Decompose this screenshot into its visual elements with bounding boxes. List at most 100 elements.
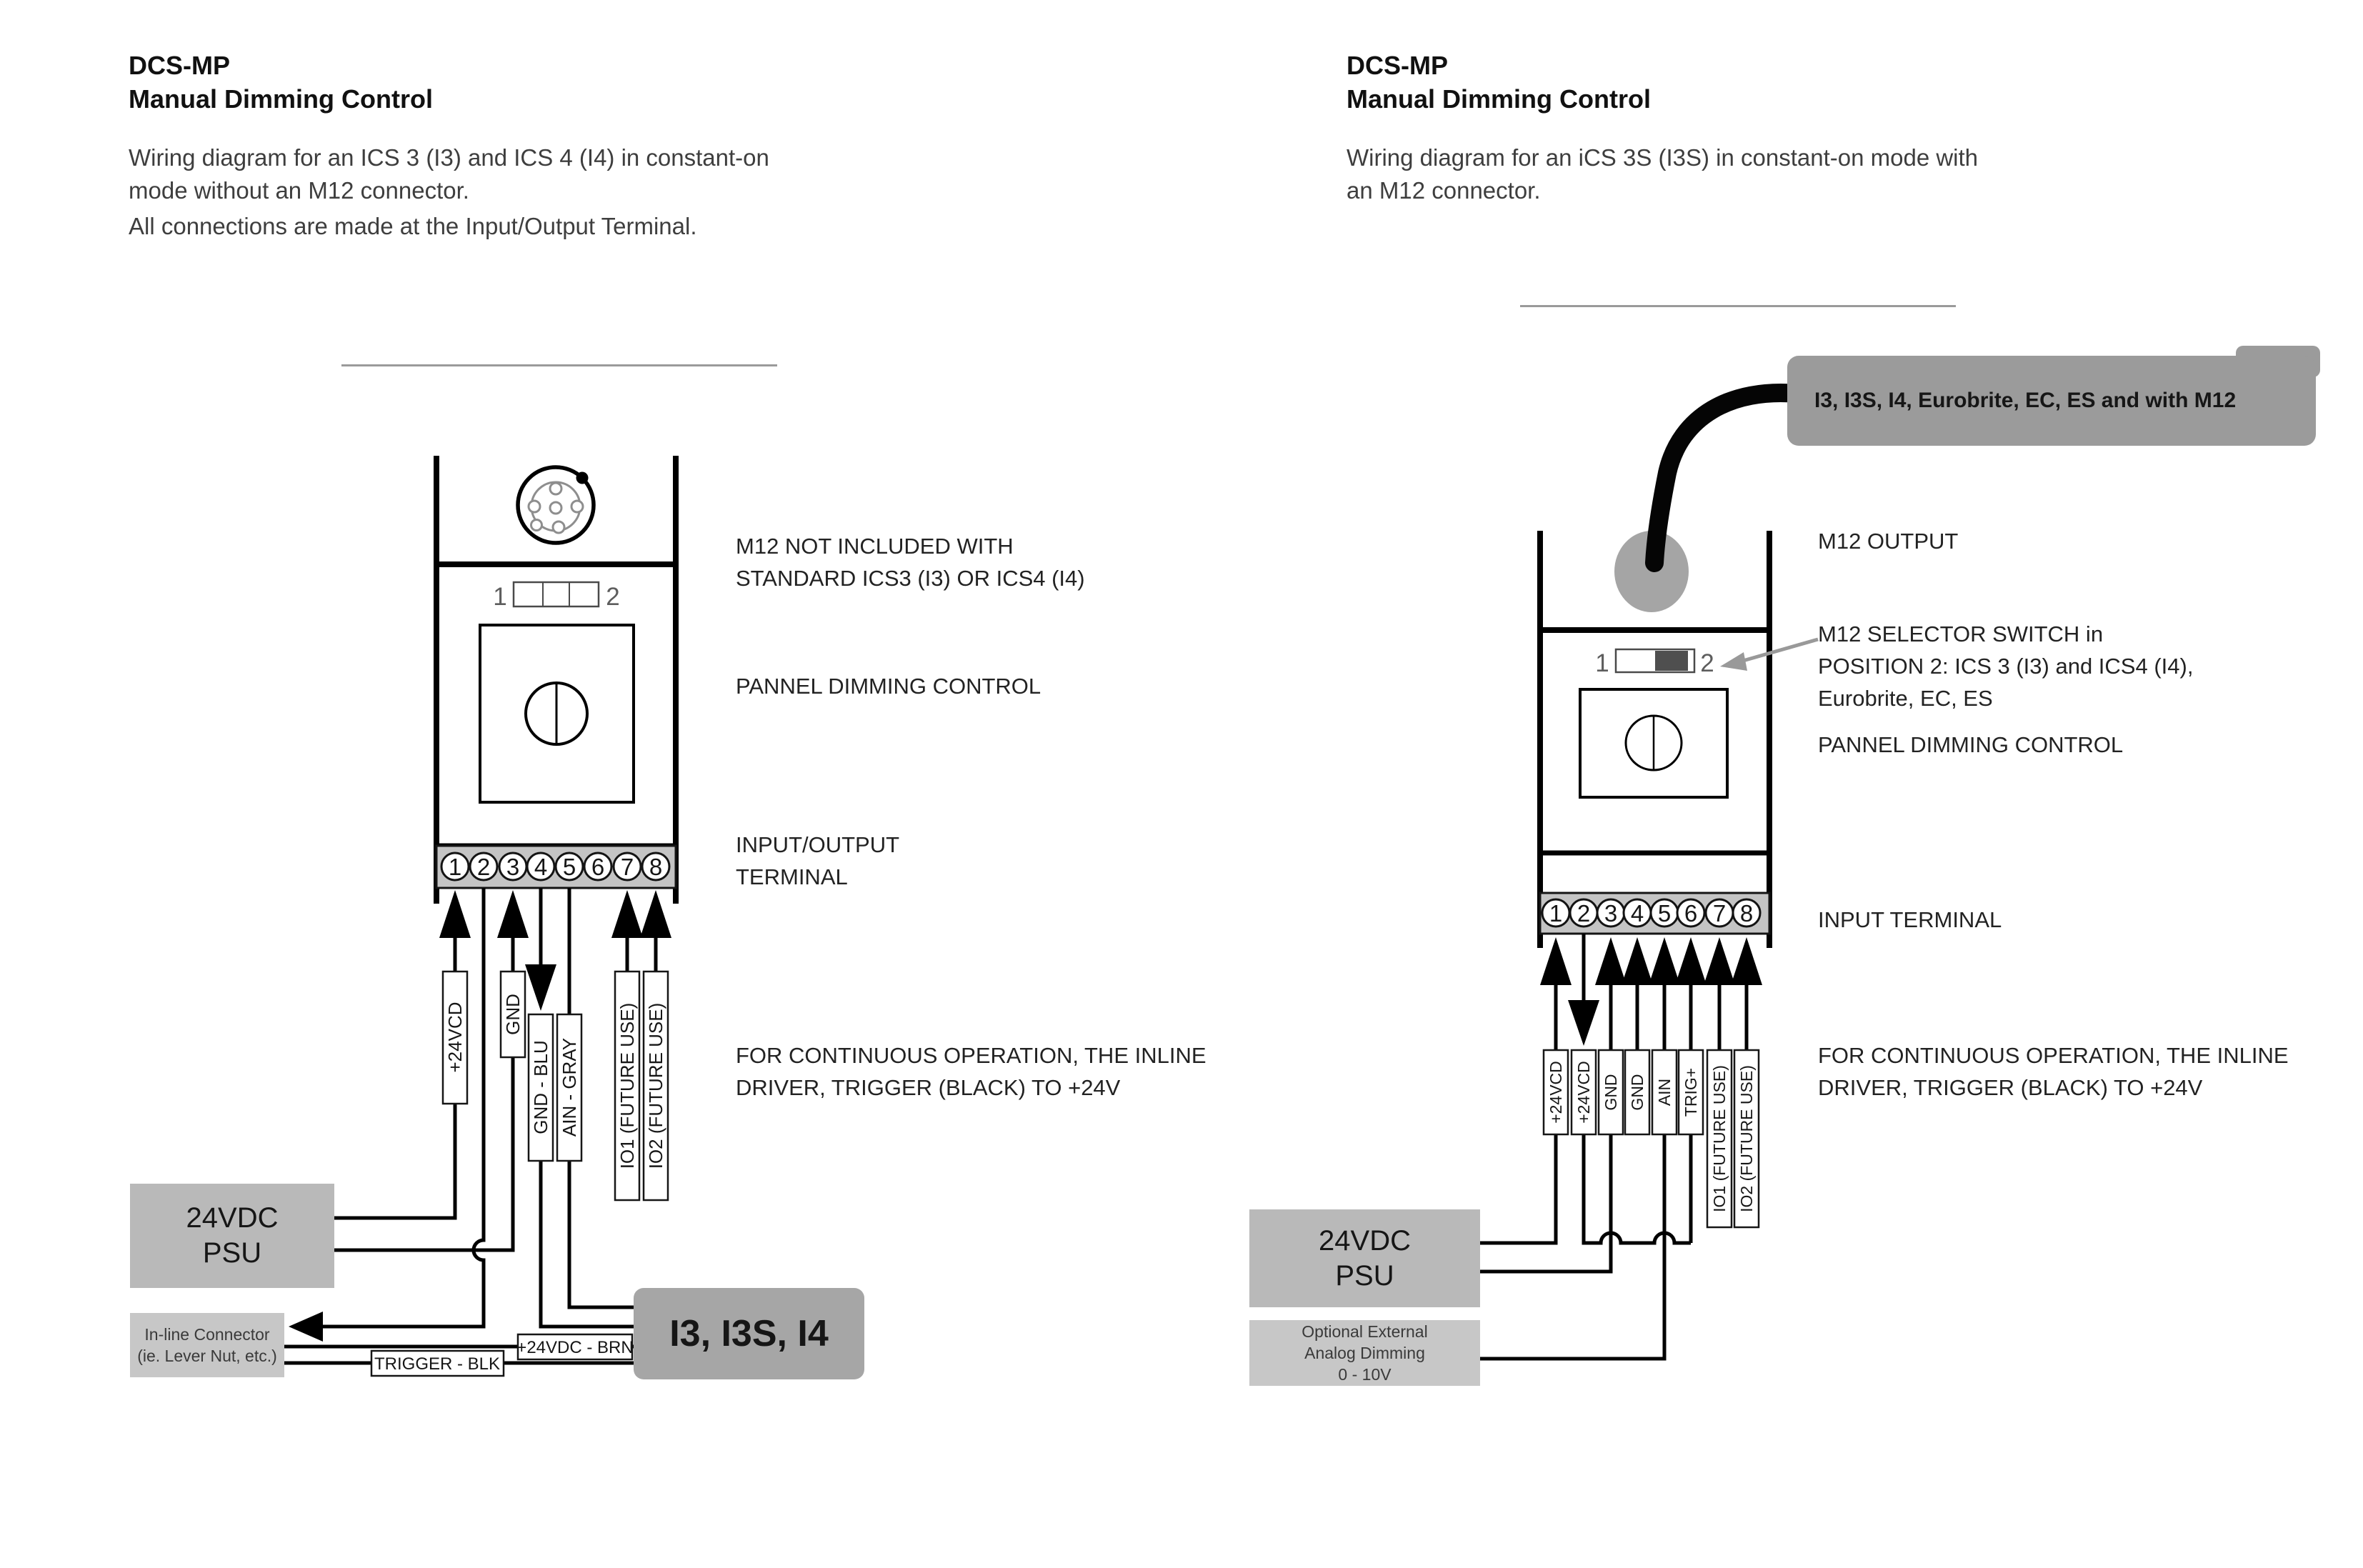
right-wire-2-24vcd-to-trig [1582, 934, 1691, 1245]
right-wire-1-24vcd [1480, 984, 1558, 1245]
right-psu-box: 24VDC PSU [1249, 1209, 1480, 1307]
right-intro-line1: Wiring diagram for an iCS 3S (I3S) in co… [1347, 144, 1979, 171]
right-ann-selector-line3: Eurobrite, EC, ES [1818, 686, 1993, 711]
inline-connector-line2: (ie. Lever Nut, etc.) [137, 1347, 277, 1365]
left-wire-label-gnd: GND [502, 994, 524, 1035]
24vdc-brn-tag: +24VDC - BRN [516, 1338, 633, 1357]
left-title-line1: DCS-MP [129, 51, 230, 80]
up-arrow-icon [1731, 937, 1762, 985]
right-terminal-5: 5 [1658, 900, 1671, 927]
up-arrow-icon [1622, 937, 1653, 985]
up-arrow-icon [1675, 937, 1707, 985]
right-annotation-terminal: INPUT TERMINAL [1818, 907, 2002, 932]
right-terminal-2: 2 [1577, 900, 1590, 927]
optional-line2: Analog Dimming [1304, 1344, 1425, 1362]
left-divider-rule [341, 364, 777, 366]
callout-box: I3, I3S, I4, Eurobrite, EC, ES and with … [1787, 356, 2316, 446]
left-switch-label-2: 2 [606, 583, 619, 611]
right-terminal-1: 1 [1549, 900, 1562, 927]
left-wire-label-io2: IO2 (FUTURE USE) [645, 1003, 666, 1169]
up-arrow-icon [1540, 937, 1572, 985]
right-wire-label-7: IO1 (FUTURE USE) [1710, 1065, 1729, 1212]
right-wire-label-5: AIN [1655, 1079, 1674, 1106]
left-ann-m12-line1: M12 NOT INCLUDED WITH [736, 534, 1014, 559]
m12-connector-icon [516, 465, 596, 545]
driver-box-i3: I3, I3S, I4 [634, 1288, 864, 1379]
left-switch-label-1: 1 [493, 583, 506, 611]
left-dimmer-knob-icon [479, 624, 635, 804]
left-ann-m12-line2: STANDARD ICS3 (I3) OR ICS4 (I4) [736, 566, 1085, 591]
left-annotation-m12: M12 NOT INCLUDED WITH STANDARD ICS3 (I3)… [736, 530, 1085, 594]
right-title: DCS-MP Manual Dimming Control [1347, 49, 1651, 116]
left-terminal-1: 1 [449, 854, 461, 880]
right-ann-continuous-line2: DRIVER, TRIGGER (BLACK) TO +24V [1818, 1075, 2203, 1100]
left-title-line2: Manual Dimming Control [129, 84, 433, 114]
right-terminal-3: 3 [1604, 900, 1617, 927]
left-intro: Wiring diagram for an ICS 3 (I3) and ICS… [129, 141, 769, 207]
left-terminal-5: 5 [563, 854, 576, 880]
optional-analog-dimming-box: Optional External Analog Dimming 0 - 10V [1249, 1320, 1480, 1386]
psu-line2: PSU [202, 1237, 262, 1269]
left-terminal-4: 4 [534, 854, 547, 880]
selector-pointer-arrow-icon [1720, 652, 1747, 671]
right-wire-label-2: +24VCD [1574, 1061, 1593, 1124]
left-wire-4-gnd-blu [539, 888, 634, 1329]
right-intro-line2: an M12 connector. [1347, 177, 1541, 204]
down-arrow-icon [525, 964, 556, 1011]
left-wire-2-to-inline-connector [323, 888, 486, 1329]
right-wire-3-gnd [1480, 984, 1613, 1274]
right-terminal-4: 4 [1631, 900, 1644, 927]
left-psu-box: 24VDC PSU [130, 1184, 334, 1288]
up-arrow-icon [1704, 937, 1735, 985]
left-terminal-strip: 1 2 3 4 5 6 7 8 [435, 843, 677, 889]
left-ann-continuous-line1: FOR CONTINUOUS OPERATION, THE INLINE [736, 1043, 1207, 1068]
driver-box-label: I3, I3S, I4 [669, 1313, 829, 1354]
trigger-blk-tag: TRIGGER - BLK [374, 1354, 500, 1374]
left-annotation-continuous: FOR CONTINUOUS OPERATION, THE INLINE DRI… [736, 1039, 1207, 1104]
up-arrow-icon [439, 890, 471, 938]
right-title-line1: DCS-MP [1347, 51, 1448, 80]
left-wire-label-io1: IO1 (FUTURE USE) [616, 1003, 638, 1169]
right-divider-rule [1520, 305, 1956, 307]
psu-line2: PSU [1335, 1259, 1394, 1292]
optional-line1: Optional External [1302, 1322, 1428, 1341]
left-intro-line2: mode without an M12 connector. [129, 177, 469, 204]
right-wires [1480, 934, 1762, 1361]
right-annotation-continuous: FOR CONTINUOUS OPERATION, THE INLINE DRI… [1818, 1039, 2289, 1104]
left-device-walls [434, 456, 679, 904]
left-terminal-6: 6 [591, 854, 604, 880]
right-device: 1 2 1 2 3 4 5 [1537, 384, 1819, 948]
right-intro: Wiring diagram for an iCS 3S (I3S) in co… [1347, 141, 1978, 207]
right-ann-selector-line1: M12 SELECTOR SWITCH in [1818, 621, 2104, 646]
right-annotation-m12-output: M12 OUTPUT [1818, 529, 1959, 554]
right-device-walls [1537, 531, 1772, 948]
right-terminal-6: 6 [1684, 900, 1697, 927]
right-terminal-strip: 1 2 3 4 5 6 7 8 [1539, 892, 1771, 935]
right-ann-continuous-line1: FOR CONTINUOUS OPERATION, THE INLINE [1818, 1043, 2289, 1068]
left-terminal-3: 3 [506, 854, 519, 880]
left-terminal-8: 8 [649, 854, 662, 880]
down-arrow-icon [1568, 1000, 1599, 1046]
left-selector-switch: 1 2 [493, 581, 620, 611]
left-wire-3-gnd [334, 937, 515, 1252]
right-selector-switch: 1 2 [1595, 637, 1819, 677]
right-wire-label-4: GND [1628, 1074, 1647, 1110]
right-switch-label-1: 1 [1595, 649, 1609, 677]
right-dimmer-knob-icon [1579, 688, 1729, 799]
psu-line1: 24VDC [186, 1202, 279, 1234]
switch-position-2-slider [1655, 651, 1688, 671]
right-wire-label-3: GND [1602, 1074, 1620, 1110]
left-note: All connections are made at the Input/Ou… [129, 213, 697, 239]
left-title: DCS-MP Manual Dimming Control [129, 49, 433, 116]
up-arrow-icon [640, 890, 671, 938]
left-wire-5-ain-gray [567, 888, 634, 1309]
up-arrow-icon [1649, 937, 1680, 985]
inline-connector-box: In-line Connector (ie. Lever Nut, etc.) [130, 1313, 284, 1377]
optional-line3: 0 - 10V [1338, 1365, 1392, 1384]
left-wire-label-gnd-blu: GND - BLU [530, 1040, 551, 1134]
left-wire-label-ain-gray: AIN - GRAY [559, 1038, 580, 1137]
left-ann-terminal-line2: TERMINAL [736, 864, 848, 889]
right-wire-label-8: IO2 (FUTURE USE) [1737, 1065, 1756, 1212]
right-wire-5-ain [1480, 984, 1667, 1361]
